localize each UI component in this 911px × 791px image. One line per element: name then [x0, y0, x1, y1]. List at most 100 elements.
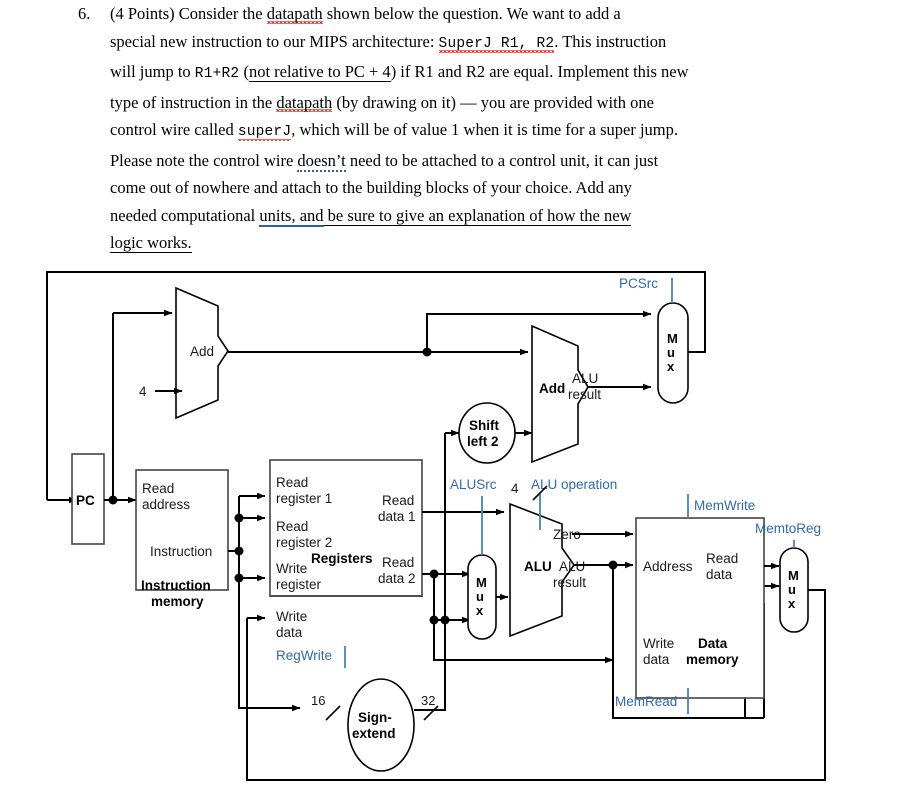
- q-s6a: Please note the control wire: [110, 150, 298, 170]
- dm-write-data-l1: Write: [643, 636, 674, 651]
- sign-extend-l1: Sign-: [358, 710, 392, 725]
- question-line-2: special new instruction to our MIPS arch…: [110, 28, 838, 59]
- wire-signextend-out: [414, 429, 460, 711]
- rf-rr2-l1: Read: [276, 519, 308, 534]
- dm-read-data-l1: Read: [706, 551, 738, 566]
- question-line-6: Please note the control wire doesn’t nee…: [110, 147, 838, 175]
- question-line-4: type of instruction in the datapath (by …: [110, 89, 838, 117]
- q-s9a-logic-works: logic works.: [110, 233, 192, 253]
- mux-memtoreg-u: u: [788, 582, 796, 597]
- mux-memtoreg-m: M: [788, 568, 799, 583]
- dm-address: Address: [643, 559, 693, 574]
- rf-rr1-l1: Read: [276, 475, 308, 490]
- dm-write-data-l2: data: [643, 652, 670, 667]
- q-s3d-underlined: not relative to PC + 4: [248, 62, 391, 82]
- mux-alusrc[interactable]: M u x: [467, 554, 497, 640]
- question-text: (4 Points) Consider the datapath shown b…: [110, 0, 838, 257]
- rf-rd2-l2: data 2: [378, 571, 416, 586]
- q-s2b-superj-code: SuperJ R1, R2: [438, 35, 555, 52]
- q-s6b-doesnt: doesn’t: [297, 150, 346, 172]
- q-s5a: control wire called: [110, 120, 238, 139]
- dm-name-l2: memory: [686, 652, 739, 667]
- im-name-l1: Instruction: [141, 578, 211, 593]
- mux-memtoreg-x: x: [788, 596, 796, 611]
- q-s6c: need to be attached to a control unit, i…: [345, 150, 659, 170]
- mux-alusrc-x: x: [476, 603, 484, 618]
- q-s7a: come out of nowhere and attach to the bu…: [110, 178, 632, 197]
- bus-slash-16: [325, 705, 341, 721]
- pc-register: [71, 453, 105, 545]
- q-s3b-r1r2-code: R1+R2: [194, 66, 240, 82]
- constant-four-aluop: 4: [511, 481, 519, 496]
- q-s1b-datapath: datapath: [266, 4, 323, 23]
- q-s4a: type of instruction in the: [110, 92, 277, 112]
- instruction-memory-block: Read address Instruction Instruction mem…: [135, 469, 229, 609]
- control-label-memtoreg: MemtoReg: [755, 521, 821, 536]
- rf-rr2-l2: register 2: [276, 535, 332, 550]
- rf-wr-l2: register: [276, 577, 322, 592]
- control-label-memread: MemRead: [615, 694, 677, 709]
- q-s8b-units-and: units, and: [259, 205, 324, 227]
- q-s3c: (: [239, 62, 249, 81]
- junction-signext: [440, 615, 450, 625]
- question-number: 6.: [78, 4, 91, 23]
- rf-wd-l1: Write: [276, 609, 307, 624]
- control-label-regwrite: RegWrite: [276, 648, 332, 663]
- rf-rd1-l1: Read: [382, 493, 414, 508]
- shift-left-2-l2: left 2: [467, 434, 499, 449]
- mux-alusrc-u: u: [476, 589, 484, 604]
- question-block: 6. (4 Points) Consider the datapath show…: [78, 0, 838, 257]
- mux-pcsrc-x: x: [667, 359, 675, 374]
- register-file-block: Read register 1 Read register 2 Write re…: [269, 459, 423, 640]
- q-s2a: special new instruction to our MIPS arch…: [110, 31, 439, 51]
- question-row: 6. (4 Points) Consider the datapath show…: [78, 0, 838, 257]
- question-line-9: logic works.: [110, 229, 838, 257]
- rf-wd-l2: data: [276, 625, 303, 640]
- control-label-memwrite: MemWrite: [694, 498, 755, 513]
- mux-pcsrc-m: M: [667, 331, 678, 346]
- question-line-7: come out of nowhere and attach to the bu…: [110, 174, 838, 202]
- dm-name-l1: Data: [698, 636, 728, 651]
- q-s3a: will jump to: [110, 62, 195, 81]
- adder-branch-result-l1: ALU: [572, 371, 598, 386]
- adder-branch-target: Add ALU result: [531, 324, 601, 464]
- mux-pcsrc[interactable]: M u x: [657, 302, 689, 404]
- adder-branch-result-l2: result: [568, 387, 601, 402]
- mux-pcsrc-u: u: [667, 345, 675, 360]
- pc-label: PC: [76, 493, 95, 508]
- im-read-address-l1: Read: [142, 481, 174, 496]
- sign-extend-l2: extend: [352, 726, 396, 741]
- rf-rr1-l2: register 1: [276, 491, 332, 506]
- q-s8c-underlined: be sure to give an explanation of how th…: [323, 205, 632, 226]
- q-s4b-datapath: datapath: [276, 92, 333, 112]
- adder-branch-label: Add: [539, 381, 565, 396]
- rf-wr-l1: Write: [276, 561, 307, 576]
- question-line-5: control wire called superJ, which will b…: [110, 116, 838, 147]
- alu-result-l1: ALU: [559, 559, 585, 574]
- alu-result-l2: result: [553, 575, 586, 590]
- wire-writeback-to-regfile: [246, 589, 826, 781]
- alu-main: ALU Zero ALU result: [509, 502, 586, 638]
- im-instruction-label: Instruction: [150, 544, 212, 559]
- q-s5b-superj-code: superJ: [237, 124, 292, 140]
- rf-name: Registers: [311, 551, 373, 566]
- control-label-alusrc: ALUSrc: [450, 477, 497, 492]
- bus-slash-aluop: [532, 485, 548, 501]
- mips-datapath-diagram: PC Add 4 Add ALU result M u x PCSrc: [0, 248, 911, 791]
- constant-four-pc: 4: [139, 384, 147, 399]
- data-memory-block: Address Write data Read data Data memory: [635, 517, 765, 699]
- mux-memtoreg[interactable]: M u x: [779, 547, 809, 633]
- alu-name: ALU: [524, 559, 552, 574]
- alu-zero-label: Zero: [553, 527, 581, 542]
- mux-alusrc-m: M: [476, 575, 487, 590]
- question-line-3: will jump to R1+R2 (not relative to PC +…: [110, 58, 838, 89]
- wire-readdata2: [422, 569, 614, 664]
- bits-16-label: 16: [311, 693, 325, 708]
- q-s1c: shown below the question. We want to add…: [322, 4, 621, 23]
- adder-pc4-label: Add: [190, 344, 214, 359]
- shift-left-2-unit: Shift left 2: [458, 402, 516, 464]
- q-s2c: . This instruction: [554, 31, 667, 51]
- wire-mux-pcsrc-out: [688, 318, 706, 353]
- q-s5c: , which will be of value 1 when it is ti…: [291, 120, 679, 139]
- control-label-pcsrc: PCSrc: [619, 276, 658, 291]
